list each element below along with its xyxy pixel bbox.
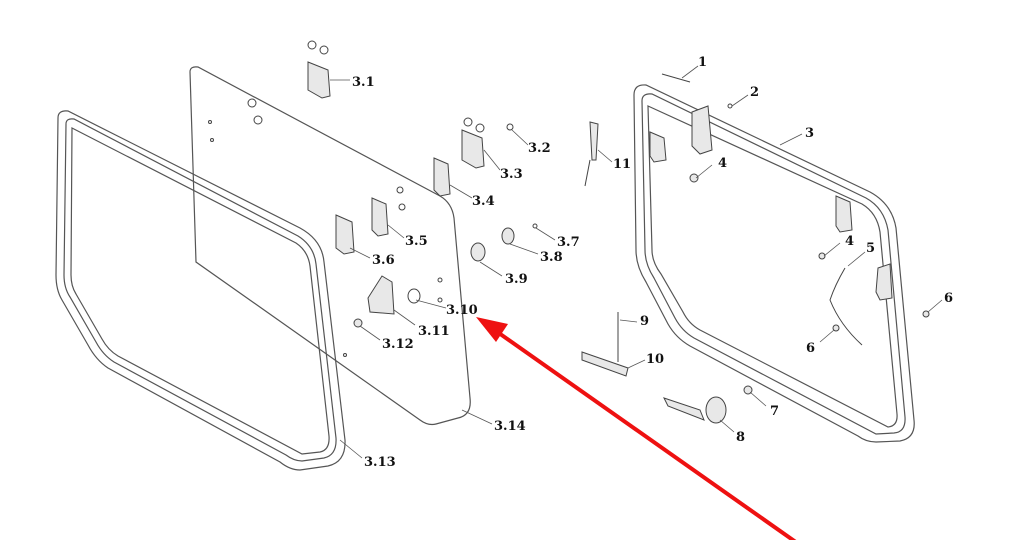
label-6-right: 6 <box>944 291 953 306</box>
label-10: 10 <box>646 352 664 367</box>
door-glass-panel <box>189 66 471 426</box>
label-3-14: 3.14 <box>494 419 526 434</box>
label-4-upper: 4 <box>718 156 727 171</box>
red-pointer-arrow <box>476 317 797 540</box>
label-2: 2 <box>750 85 759 100</box>
glass-side-hardware <box>307 40 538 328</box>
label-3-9: 3.9 <box>505 272 528 287</box>
label-3-3: 3.3 <box>500 167 523 182</box>
label-3-1: 3.1 <box>352 75 375 90</box>
label-11: 11 <box>613 157 631 172</box>
label-9: 9 <box>640 314 649 329</box>
leader-lines <box>330 65 943 459</box>
door-seal-frame <box>55 110 346 471</box>
label-3-12: 3.12 <box>382 337 414 352</box>
label-5: 5 <box>866 241 875 256</box>
label-3-6: 3.6 <box>372 253 395 268</box>
label-3-7: 3.7 <box>557 235 580 250</box>
label-3-8: 3.8 <box>540 250 563 265</box>
label-3-11: 3.11 <box>418 324 450 339</box>
part-labels: 3.1 3.2 3.3 3.4 3.5 3.6 3.7 3.8 3.9 3.10… <box>352 55 953 470</box>
door-frame <box>581 73 930 443</box>
label-3-4: 3.4 <box>472 194 495 209</box>
label-4-lower: 4 <box>845 234 854 249</box>
label-8: 8 <box>736 430 745 445</box>
label-3-13: 3.13 <box>364 455 396 470</box>
label-3: 3 <box>805 126 814 141</box>
label-3-2: 3.2 <box>528 141 551 156</box>
label-6-lower: 6 <box>806 341 815 356</box>
label-3-10: 3.10 <box>446 303 478 318</box>
label-7: 7 <box>770 404 779 419</box>
label-1: 1 <box>698 55 707 70</box>
label-3-5: 3.5 <box>405 234 428 249</box>
